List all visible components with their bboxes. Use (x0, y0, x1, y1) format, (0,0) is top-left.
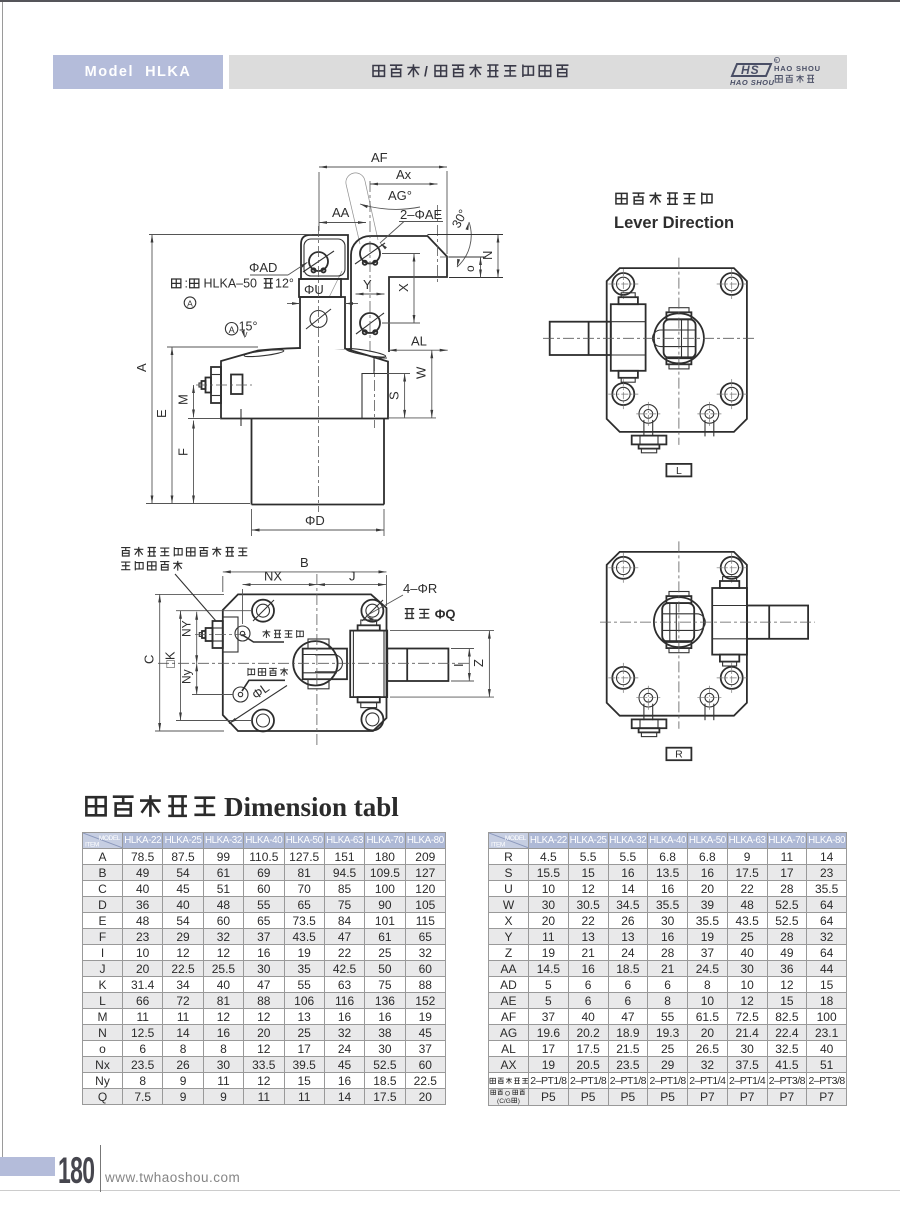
svg-text:Y: Y (363, 277, 372, 292)
svg-text:I: I (451, 663, 466, 667)
svg-text:AL: AL (411, 334, 427, 349)
svg-text:L: L (676, 465, 682, 477)
svg-text:15°: 15° (239, 320, 258, 334)
svg-text::: : (185, 277, 188, 291)
svg-text:HAO SHOU: HAO SHOU (730, 78, 775, 87)
svg-text:HS: HS (741, 63, 760, 77)
svg-text:MODEL: MODEL (505, 835, 527, 842)
svg-text:Ax: Ax (396, 167, 412, 182)
svg-text:W: W (414, 366, 429, 379)
svg-text:12°: 12° (275, 277, 294, 291)
svg-text:AA: AA (332, 205, 350, 220)
svg-text:C: C (142, 655, 157, 664)
svg-text:N: N (480, 251, 495, 260)
svg-text:/: / (424, 63, 428, 79)
svg-text:Z: Z (471, 659, 486, 667)
svg-text:A: A (229, 325, 235, 335)
svg-text:E: E (154, 409, 169, 418)
svg-text:Dimension tabl: Dimension tabl (224, 793, 399, 821)
svg-text:Lever Direction: Lever Direction (614, 214, 734, 232)
svg-text:X: X (396, 283, 411, 292)
svg-text:2–ΦAE: 2–ΦAE (400, 207, 443, 222)
svg-text:ΦL: ΦL (249, 680, 272, 702)
svg-text:AG°: AG° (388, 188, 412, 203)
svg-text:o: o (463, 265, 477, 272)
svg-text:ΦQ: ΦQ (435, 607, 456, 622)
svg-text:ITEM: ITEM (85, 842, 99, 849)
svg-text:HLKA–50: HLKA–50 (204, 277, 258, 291)
svg-text:A: A (187, 299, 193, 309)
svg-text:AF: AF (371, 150, 388, 165)
svg-text:NX: NX (264, 569, 282, 584)
svg-text:NY: NY (180, 620, 194, 637)
svg-text:A: A (134, 363, 149, 372)
svg-text:J: J (349, 569, 356, 584)
svg-text:Ny: Ny (180, 669, 194, 684)
svg-text:ΦU: ΦU (304, 282, 324, 297)
svg-text:O: O (505, 1091, 510, 1098)
svg-text:ITEM: ITEM (491, 842, 505, 849)
svg-text:HAO SHOU: HAO SHOU (774, 64, 821, 73)
svg-text:F: F (176, 448, 191, 456)
svg-text:R: R (774, 58, 778, 63)
svg-text:R: R (675, 749, 683, 761)
svg-text:M: M (176, 394, 191, 405)
svg-text:ΦAD: ΦAD (249, 260, 277, 275)
svg-text:4–ΦR: 4–ΦR (403, 581, 437, 596)
svg-text:S: S (387, 391, 402, 400)
svg-text:ΦD: ΦD (305, 513, 325, 528)
svg-text:MODEL: MODEL (99, 835, 121, 842)
svg-text:B: B (300, 555, 309, 570)
svg-text:□K: □K (163, 651, 178, 668)
